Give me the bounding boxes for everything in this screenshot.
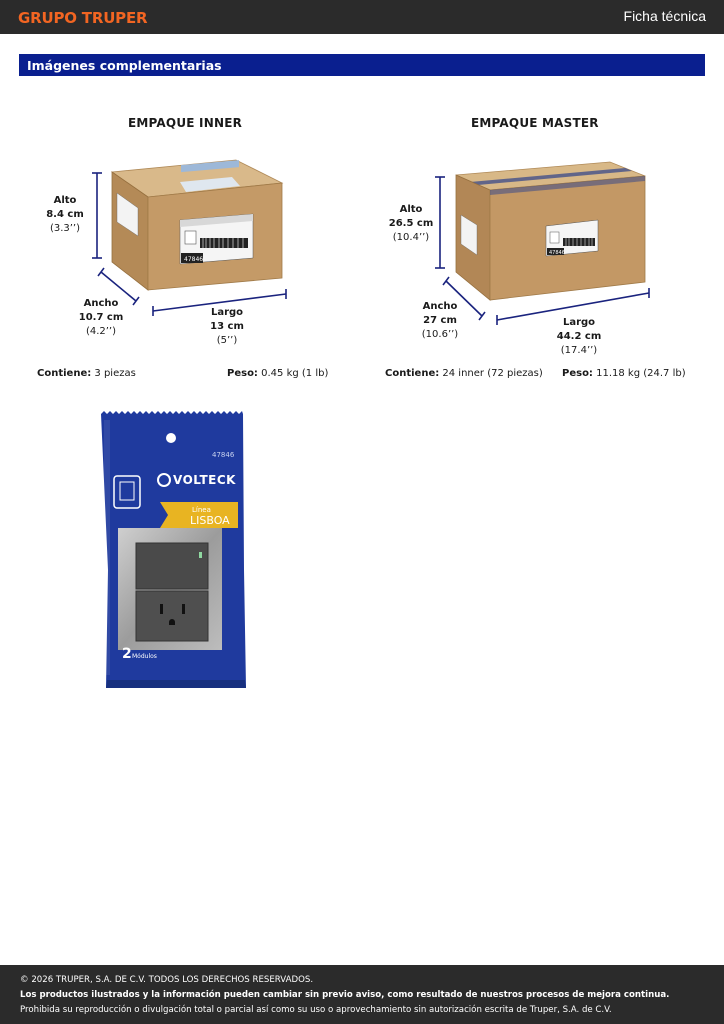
product-line-label: Línea bbox=[192, 506, 211, 514]
inner-height-label: Alto bbox=[53, 195, 77, 206]
outlet-icon bbox=[113, 475, 141, 509]
master-box-illustration: 47846 bbox=[435, 161, 650, 325]
master-length-dimension: Largo 44.2 cm (17.4’’) bbox=[552, 316, 606, 358]
product-package-image: 47846 VOLTECK Línea LISBOA 2 Módulos bbox=[101, 411, 246, 688]
master-weight: Peso: 11.18 kg (24.7 lb) bbox=[562, 368, 686, 379]
master-length-cm: 44.2 cm bbox=[556, 331, 602, 342]
master-contents-label: Contiene: bbox=[385, 368, 440, 379]
product-modules-label: Módulos bbox=[132, 653, 157, 660]
inner-weight-label: Peso: bbox=[227, 368, 258, 379]
inner-height-cm: 8.4 cm bbox=[46, 209, 84, 220]
inner-width-label: Ancho bbox=[83, 298, 119, 309]
document-type: Ficha técnica bbox=[623, 8, 706, 24]
master-weight-label: Peso: bbox=[562, 368, 593, 379]
inner-contents-value: 3 piezas bbox=[94, 368, 136, 379]
inner-weight-value: 0.45 kg (1 lb) bbox=[261, 368, 329, 379]
master-weight-value: 11.18 kg (24.7 lb) bbox=[596, 368, 686, 379]
master-length-in: (17.4’’) bbox=[560, 345, 598, 356]
master-width-in: (10.6’’) bbox=[421, 329, 459, 340]
reproduction-notice: Prohibida su reproducción o divulgación … bbox=[20, 1005, 612, 1015]
master-width-dimension: Ancho 27 cm (10.6’’) bbox=[413, 300, 467, 342]
master-width-cm: 27 cm bbox=[423, 315, 457, 326]
inner-package-title: EMPAQUE INNER bbox=[128, 116, 243, 130]
master-contents: Contiene: 24 inner (72 piezas) bbox=[385, 368, 543, 379]
inner-width-in: (4.2’’) bbox=[85, 326, 117, 337]
svg-text:2: 2 bbox=[122, 646, 132, 662]
page-footer: © 2026 TRUPER, S.A. DE C.V. TODOS LOS DE… bbox=[0, 965, 724, 1024]
master-box-code: 47846 bbox=[549, 250, 565, 256]
inner-length-dimension: Largo 13 cm (5’’) bbox=[200, 306, 254, 348]
inner-height-in: (3.3’’) bbox=[49, 223, 81, 234]
inner-box-illustration: 47846 bbox=[92, 159, 287, 316]
inner-contents: Contiene: 3 piezas bbox=[37, 368, 136, 379]
inner-length-cm: 13 cm bbox=[210, 321, 244, 332]
product-line-name: LISBOA bbox=[190, 514, 230, 527]
master-height-cm: 26.5 cm bbox=[388, 218, 434, 229]
inner-length-in: (5’’) bbox=[216, 335, 238, 346]
brand-logo: GRUPO TRUPER bbox=[18, 9, 148, 27]
master-height-dimension: Alto 26.5 cm (10.4’’) bbox=[384, 203, 438, 245]
section-title: Imágenes complementarias bbox=[27, 58, 222, 73]
product-code: 47846 bbox=[212, 451, 235, 459]
master-height-label: Alto bbox=[399, 204, 423, 215]
disclaimer-text: Los productos ilustrados y la informació… bbox=[20, 990, 670, 1000]
inner-contents-label: Contiene: bbox=[37, 368, 92, 379]
master-contents-value: 24 inner (72 piezas) bbox=[442, 368, 543, 379]
product-brand: VOLTECK bbox=[173, 473, 236, 487]
master-length-label: Largo bbox=[562, 317, 596, 328]
master-height-in: (10.4’’) bbox=[392, 232, 430, 243]
inner-height-dimension: Alto 8.4 cm (3.3’’) bbox=[38, 194, 92, 236]
inner-width-cm: 10.7 cm bbox=[78, 312, 124, 323]
page-header: GRUPO TRUPER Ficha técnica bbox=[0, 0, 724, 34]
inner-weight: Peso: 0.45 kg (1 lb) bbox=[227, 368, 328, 379]
inner-width-dimension: Ancho 10.7 cm (4.2’’) bbox=[74, 297, 128, 339]
copyright-text: © 2026 TRUPER, S.A. DE C.V. TODOS LOS DE… bbox=[20, 975, 314, 985]
master-package-title: EMPAQUE MASTER bbox=[471, 116, 599, 130]
inner-box-code: 47846 bbox=[184, 256, 203, 263]
inner-length-label: Largo bbox=[210, 307, 244, 318]
master-width-label: Ancho bbox=[422, 301, 458, 312]
section-header: Imágenes complementarias bbox=[19, 54, 705, 76]
